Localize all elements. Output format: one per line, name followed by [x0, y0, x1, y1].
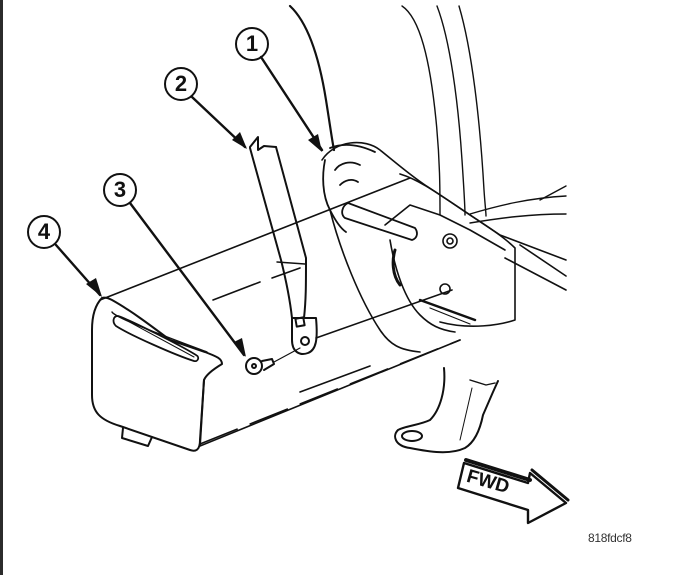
fwd-arrow-shape: [456, 458, 570, 525]
seat-belt-webbing-2: [249, 136, 318, 355]
callout-4: 4: [37, 219, 51, 244]
frame-left-edge: [0, 0, 3, 575]
seat-frame-curves: [288, 4, 567, 224]
reference-lines: [99, 177, 461, 447]
callout-3: 3: [113, 177, 127, 202]
figure-id: 818fdcf8: [588, 531, 632, 545]
trim-cover-4: [91, 296, 223, 452]
callout-2: 2: [174, 71, 188, 96]
bolt-3: [245, 347, 301, 375]
seat-track-assembly: [321, 141, 567, 333]
seat-pedestal: [394, 367, 499, 454]
arrowheads: [86, 132, 322, 357]
callout-1: 1: [245, 31, 259, 56]
dashed-guide: [199, 339, 461, 445]
